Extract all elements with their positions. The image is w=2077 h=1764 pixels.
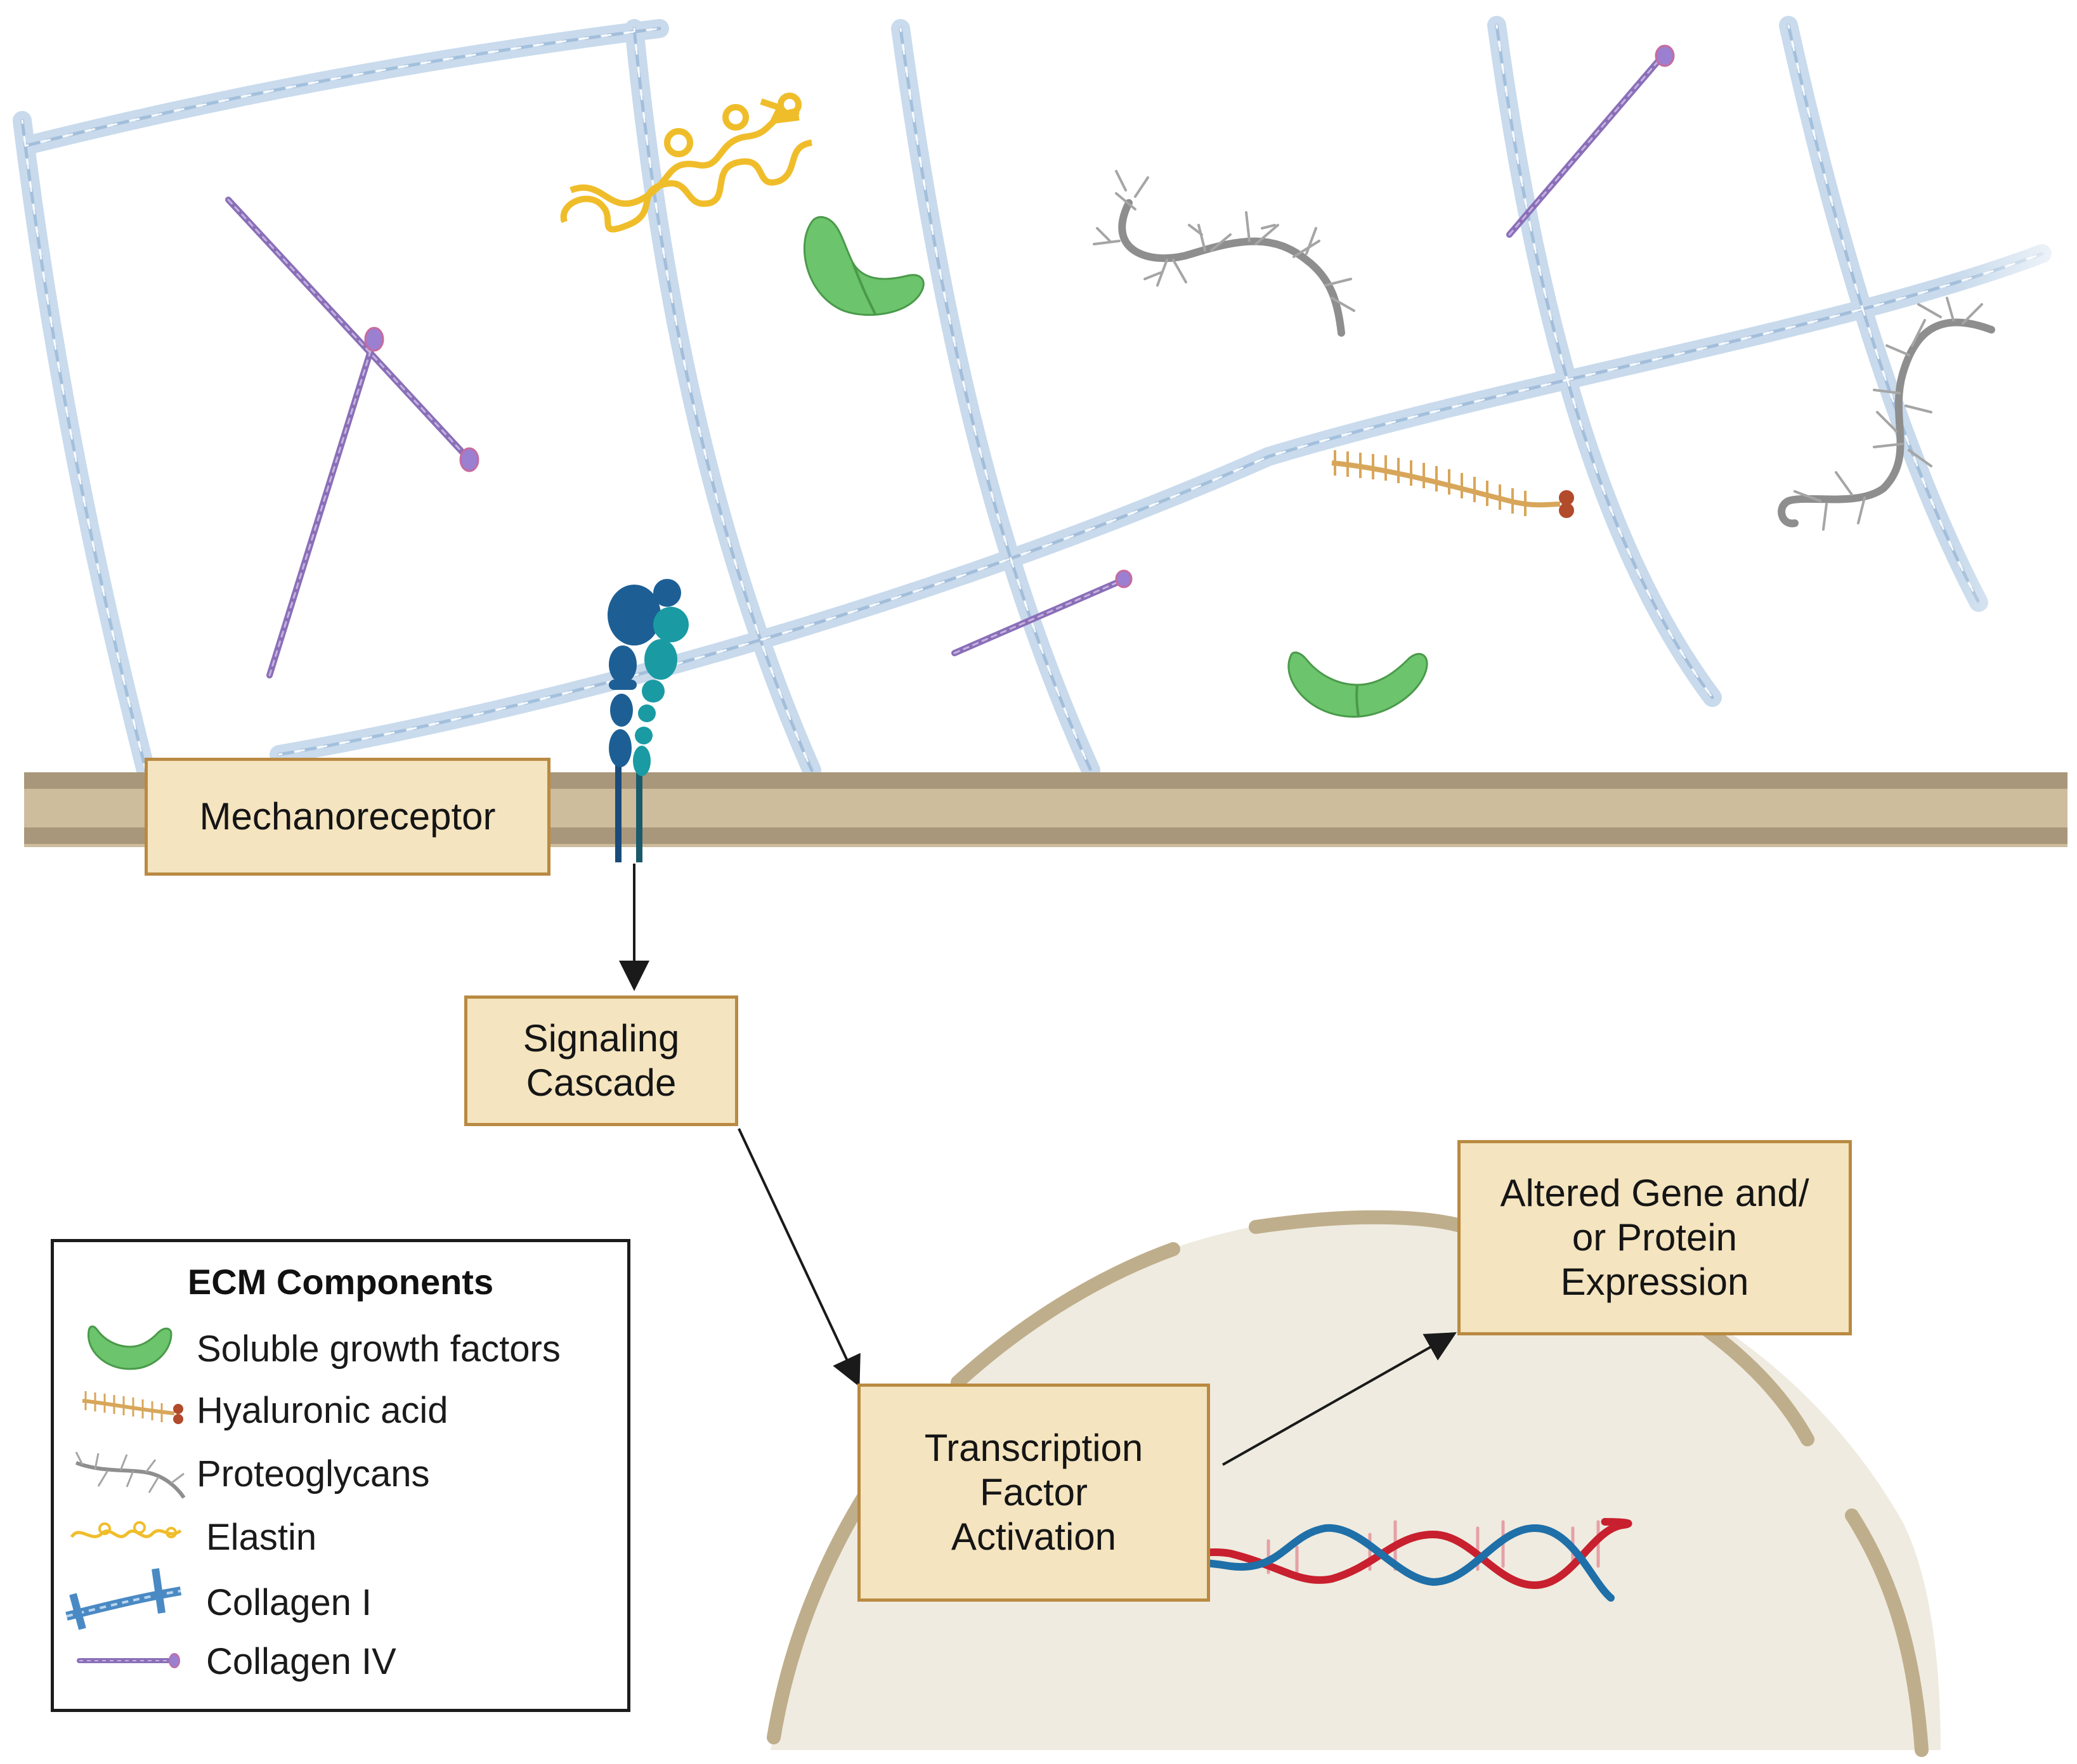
legend-label-hyaluronic-acid: Hyaluronic acid [197, 1390, 448, 1431]
collagen-i-fiber [13, 111, 155, 780]
hyaluronic-acid [1331, 450, 1574, 518]
integrin-receptor [608, 579, 689, 862]
arrow-transcription-to-expression [1222, 1332, 1457, 1466]
transcription-factor-label: Transcription Factor Activation [924, 1427, 1143, 1558]
proteoglycan-icon [75, 1451, 186, 1499]
collagen-iv-icon [77, 1653, 180, 1668]
legend-label-collagen-iv: Collagen IV [206, 1641, 396, 1682]
proteoglycan [1093, 170, 1355, 337]
proteoglycans [1093, 170, 1995, 531]
mechanoreceptor-label: Mechanoreceptor [199, 795, 496, 838]
signaling-cascade-label: Signaling Cascade [523, 1017, 680, 1104]
legend-title: ECM Components [187, 1262, 494, 1302]
growth-factor-icon [1287, 651, 1428, 718]
arrow-signaling-to-transcription [738, 1128, 861, 1387]
elastin [560, 93, 813, 233]
legend: ECM Components Soluble growth factors Hy… [51, 1239, 630, 1712]
collagen-iv-rods [225, 44, 1675, 678]
dna-helix [1100, 1518, 1632, 1602]
legend-label-collagen-i: Collagen I [206, 1582, 372, 1623]
collagen-i-icon [65, 1568, 182, 1630]
pathway-arrows [619, 864, 1457, 1466]
elastin-icon [70, 1521, 182, 1538]
nucleus [767, 1210, 1941, 1757]
growth-factor-icon [87, 1325, 173, 1370]
expression-label: Altered Gene and/ or Protein Expression [1500, 1172, 1809, 1303]
hyaluronic-acid-icon [82, 1391, 183, 1424]
legend-label-proteoglycans: Proteoglycans [197, 1453, 430, 1495]
legend-label-elastin: Elastin [206, 1517, 317, 1558]
proteoglycan [1778, 297, 1995, 531]
transcription-factor-box: Transcription Factor Activation [857, 1384, 1210, 1602]
collagen-i-fiber [891, 19, 1100, 780]
collagen-i-fiber [16, 19, 669, 155]
expression-box: Altered Gene and/ or Protein Expression [1457, 1140, 1852, 1335]
signaling-cascade-box: Signaling Cascade [464, 995, 738, 1126]
growth-factor-icon [803, 216, 925, 316]
mechanoreceptor-box: Mechanoreceptor [145, 758, 550, 876]
growth-factors [803, 216, 1428, 718]
legend-label-growth-factors: Soluble growth factors [197, 1328, 561, 1370]
